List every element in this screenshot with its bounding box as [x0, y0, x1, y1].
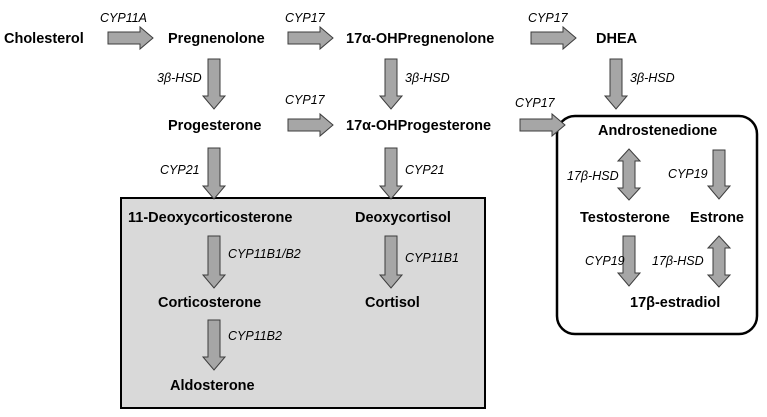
node-dhea: DHEA: [596, 31, 638, 47]
node-17oh-progesterone: 17α-OHProgesterone: [346, 118, 491, 134]
node-cholesterol: Cholesterol: [4, 31, 84, 47]
node-estradiol: 17β-estradiol: [630, 295, 720, 311]
node-deoxycorticosterone: 11-Deoxycorticosterone: [128, 210, 292, 226]
enzyme-cyp11b2: CYP11B2: [228, 329, 282, 343]
node-aldosterone: Aldosterone: [170, 378, 255, 394]
enzyme-17b-hsd-b: 17β-HSD: [652, 254, 704, 268]
arrow-deoxycorticosterone-corticosterone: [201, 235, 227, 289]
enzyme-3b-hsd-c: 3β-HSD: [630, 71, 675, 85]
enzyme-cyp21-a: CYP21: [160, 163, 200, 177]
enzyme-cyp17-d: CYP17: [515, 96, 556, 110]
sex-steroid-box: [555, 114, 759, 336]
node-pregnenolone: Pregnenolone: [168, 31, 265, 47]
arrow-testosterone-estradiol: [616, 235, 642, 287]
enzyme-cyp17-c: CYP17: [285, 93, 326, 107]
enzyme-cyp11a: CYP11A: [100, 11, 147, 25]
enzyme-3b-hsd-a: 3β-HSD: [157, 71, 202, 85]
arrow-progesterone-deoxycorticosterone: [201, 147, 227, 200]
enzyme-cyp19-b: CYP19: [585, 254, 625, 268]
arrow-17oh-pregnenolone-17oh-progesterone: [378, 58, 404, 110]
arrow-17oh-progesterone-androstenedione: [519, 112, 566, 138]
enzyme-cyp11b1: CYP11B1: [405, 251, 459, 265]
node-estrone: Estrone: [690, 210, 744, 226]
enzyme-cyp21-b: CYP21: [405, 163, 445, 177]
enzyme-cyp17-a: CYP17: [285, 11, 326, 25]
arrow-progesterone-17oh-progesterone: [287, 112, 334, 138]
arrow-pregnenolone-17oh-pregnenolone: [287, 25, 334, 51]
arrow-corticosterone-aldosterone: [201, 319, 227, 371]
arrow-androstenedione-testosterone: [616, 148, 642, 201]
arrow-dhea-androstenedione: [603, 58, 629, 110]
arrow-17oh-pregnenolone-dhea: [530, 25, 577, 51]
enzyme-3b-hsd-b: 3β-HSD: [405, 71, 450, 85]
arrow-17oh-progesterone-deoxycortisol: [378, 147, 404, 200]
arrow-estrone-estradiol: [706, 235, 732, 288]
corticosteroid-box: [120, 197, 486, 409]
node-corticosterone: Corticosterone: [158, 295, 261, 311]
arrow-cholesterol-pregnenolone: [107, 25, 154, 51]
node-androstenedione: Androstenedione: [598, 123, 717, 139]
enzyme-cyp11b1-b2: CYP11B1/B2: [228, 247, 301, 261]
node-cortisol: Cortisol: [365, 295, 420, 311]
node-17oh-pregnenolone: 17α-OHPregnenolone: [346, 31, 494, 47]
enzyme-cyp17-b: CYP17: [528, 11, 569, 25]
arrow-pregnenolone-progesterone: [201, 58, 227, 110]
enzyme-cyp19-a: CYP19: [668, 167, 708, 181]
enzyme-17b-hsd-a: 17β-HSD: [567, 169, 619, 183]
node-testosterone: Testosterone: [580, 210, 670, 226]
node-deoxycortisol: Deoxycortisol: [355, 210, 451, 226]
arrow-deoxycortisol-cortisol: [378, 235, 404, 289]
node-progesterone: Progesterone: [168, 118, 261, 134]
arrow-androstenedione-estrone: [706, 149, 732, 200]
